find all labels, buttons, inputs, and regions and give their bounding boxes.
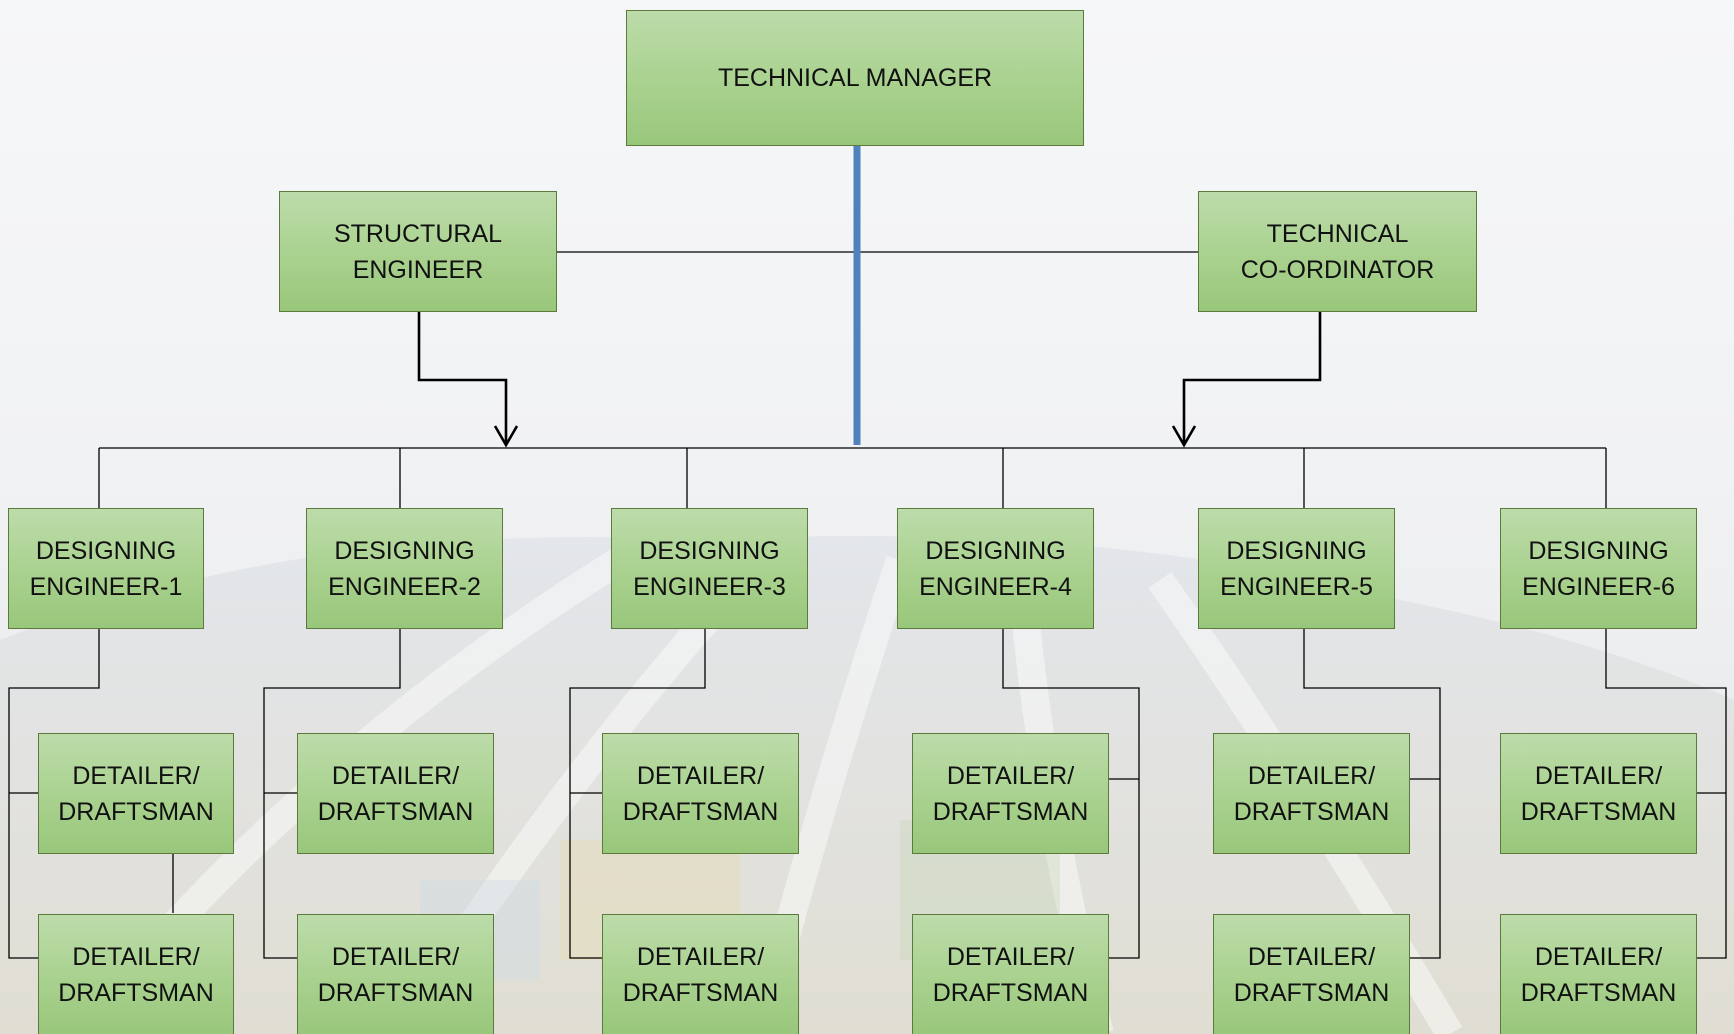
detailer-4a-box: DETAILER/ DRAFTSMAN: [912, 733, 1109, 854]
detailer-label: DETAILER/ DRAFTSMAN: [1233, 761, 1390, 826]
technical-manager-label: TECHNICAL MANAGER: [717, 64, 993, 92]
detailer-6a-box: DETAILER/ DRAFTSMAN: [1500, 733, 1697, 854]
detailer-label: DETAILER/ DRAFTSMAN: [1520, 942, 1677, 1007]
detailer-label: DETAILER/ DRAFTSMAN: [932, 942, 1089, 1007]
designing-engineer-4-box: DESIGNING ENGINEER-4: [897, 508, 1094, 629]
detailer-1b-box: DETAILER/ DRAFTSMAN: [38, 914, 234, 1034]
designing-engineer-2-box: DESIGNING ENGINEER-2: [306, 508, 503, 629]
detailer-label: DETAILER/ DRAFTSMAN: [932, 761, 1089, 826]
detailer-5b-box: DETAILER/ DRAFTSMAN: [1213, 914, 1410, 1034]
detailer-2a-box: DETAILER/ DRAFTSMAN: [297, 733, 494, 854]
detailer-label: DETAILER/ DRAFTSMAN: [58, 942, 214, 1007]
detailer-label: DETAILER/ DRAFTSMAN: [622, 761, 779, 826]
detailer-2b-box: DETAILER/ DRAFTSMAN: [297, 914, 494, 1034]
detailer-label: DETAILER/ DRAFTSMAN: [58, 761, 214, 826]
technical-coordinator-label: TECHNICAL CO-ORDINATOR: [1240, 219, 1435, 284]
structural-engineer-box: STRUCTURAL ENGINEER: [279, 191, 557, 312]
designing-engineer-5-box: DESIGNING ENGINEER-5: [1198, 508, 1395, 629]
detailer-4b-box: DETAILER/ DRAFTSMAN: [912, 914, 1109, 1034]
detailer-label: DETAILER/ DRAFTSMAN: [1233, 942, 1390, 1007]
detailer-label: DETAILER/ DRAFTSMAN: [317, 942, 474, 1007]
detailer-3a-box: DETAILER/ DRAFTSMAN: [602, 733, 799, 854]
designing-engineer-6-label: DESIGNING ENGINEER-6: [1522, 536, 1675, 601]
detailer-3b-box: DETAILER/ DRAFTSMAN: [602, 914, 799, 1034]
detailer-label: DETAILER/ DRAFTSMAN: [622, 942, 779, 1007]
detailer-label: DETAILER/ DRAFTSMAN: [1520, 761, 1677, 826]
elbow-arrows: [417, 311, 1322, 448]
designing-engineer-4-label: DESIGNING ENGINEER-4: [919, 536, 1072, 601]
designing-engineer-1-box: DESIGNING ENGINEER-1: [8, 508, 204, 629]
detailer-label: DETAILER/ DRAFTSMAN: [317, 761, 474, 826]
designing-engineer-6-box: DESIGNING ENGINEER-6: [1500, 508, 1697, 629]
designing-engineer-1-label: DESIGNING ENGINEER-1: [29, 536, 183, 601]
detailer-6b-box: DETAILER/ DRAFTSMAN: [1500, 914, 1697, 1034]
designing-engineer-3-label: DESIGNING ENGINEER-3: [633, 536, 786, 601]
structural-engineer-label: STRUCTURAL ENGINEER: [333, 219, 503, 284]
designing-engineer-2-label: DESIGNING ENGINEER-2: [328, 536, 481, 601]
technical-manager-box: TECHNICAL MANAGER: [626, 10, 1084, 146]
designing-engineer-3-box: DESIGNING ENGINEER-3: [611, 508, 808, 629]
hierarchy-lines: [8, 251, 1727, 959]
technical-coordinator-box: TECHNICAL CO-ORDINATOR: [1198, 191, 1477, 312]
designing-engineer-5-label: DESIGNING ENGINEER-5: [1220, 536, 1373, 601]
detailer-5a-box: DETAILER/ DRAFTSMAN: [1213, 733, 1410, 854]
detailer-1a-box: DETAILER/ DRAFTSMAN: [38, 733, 234, 854]
